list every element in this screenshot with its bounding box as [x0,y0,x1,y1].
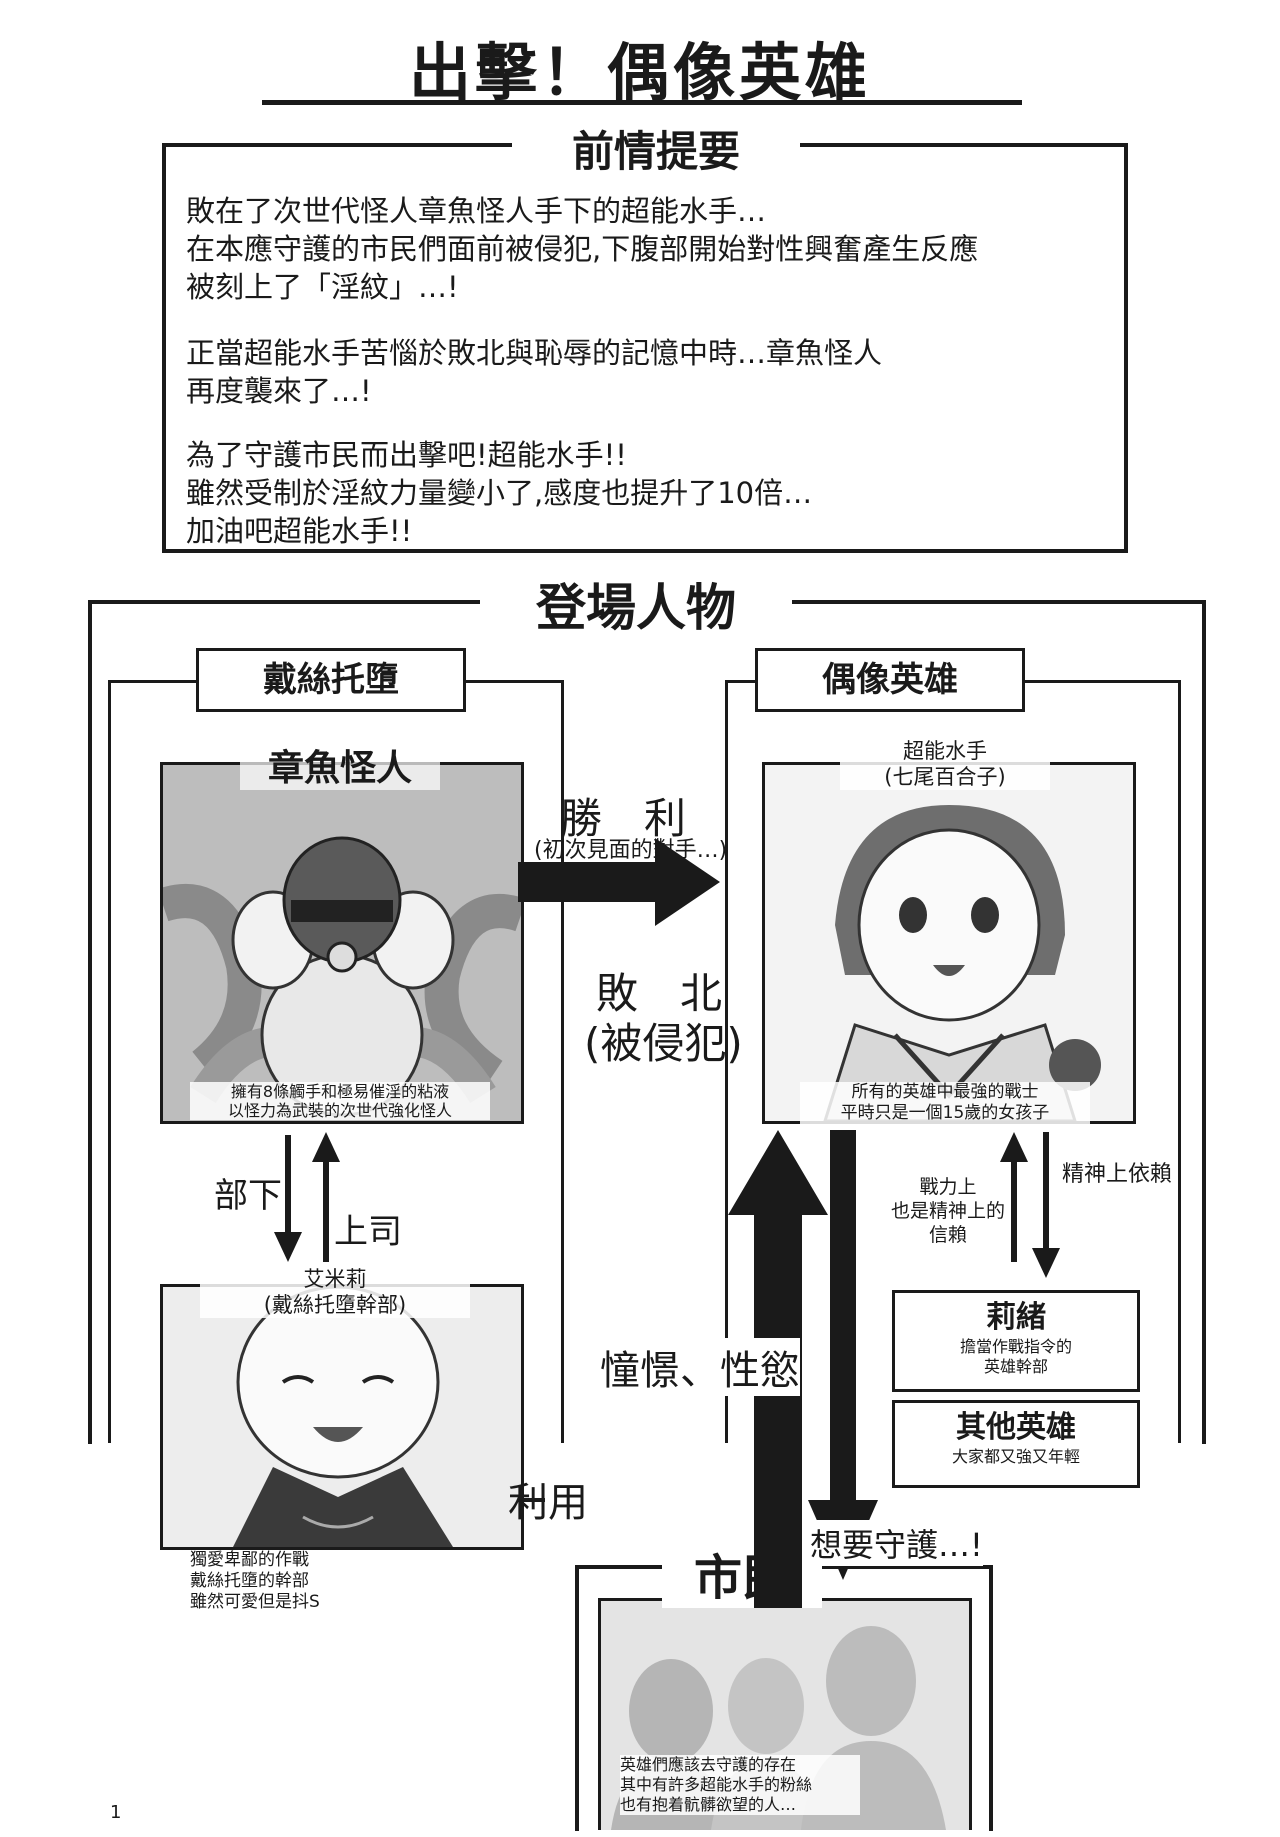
sailor-name-block: 超能水手 (七尾百合子) [840,738,1050,790]
emily-name-block: 艾米莉 (戴絲托墮幹部) [200,1266,470,1318]
sailor-illustration [765,765,1133,1121]
defeat-label: 敗 北 [596,969,723,1018]
trust-combat-label: 戰力上 也是精神上的 信賴 [888,1175,1008,1247]
emily-description: 獨愛卑鄙的作戰 戴絲托墮的幹部 雖然可愛但是抖S [190,1550,360,1613]
citizens-desc-line: 也有抱着骯髒欲望的人… [620,1795,797,1814]
use-label: 利用 [508,1480,588,1526]
emily-illustration [163,1287,521,1547]
octopus-name: 章魚怪人 [240,748,440,790]
subordinate-label: 部下 [214,1176,282,1216]
synopsis-line: 為了守護市民而出擊吧!超能水手!! [186,438,627,472]
synopsis-line: 在本應守護的市民們面前被侵犯,下腹部開始對性興奮產生反應 [186,232,979,266]
emily-desc-line: 戴絲托墮的幹部 [190,1571,309,1591]
longing-label: 憧憬、性慾 [600,1338,800,1396]
other-heroes-card: 其他英雄 大家都又強又年輕 [892,1400,1140,1488]
octopus-illustration [163,765,521,1121]
title-underline [262,100,1022,105]
sailor-description: 所有的英雄中最強的戰士 平時只是一個15歲的女孩子 [800,1082,1090,1124]
emily-desc-line: 雖然可愛但是抖S [190,1592,320,1612]
synopsis-label: 前情提要 [512,118,800,179]
trust-combat-line: 也是精神上的 [890,1200,1005,1222]
synopsis-line: 加油吧超能水手!! [186,514,413,548]
page-title: 出擊！偶像英雄 [408,36,871,109]
citizens-desc-line: 英雄們應該去守護的存在 [620,1755,797,1774]
emily-desc-line: 獨愛卑鄙的作戰 [190,1550,309,1570]
synopsis-line: 正當超能水手苦惱於敗北與恥辱的記憶中時…章魚怪人 [186,336,883,370]
rio-desc-line: 擔當作戰指令的 [959,1337,1072,1356]
page-number: 1 [110,1802,122,1823]
hero-group-tab: 偶像英雄 [755,648,1025,712]
octopus-portrait [160,762,524,1124]
protect-arrow [808,1130,878,1580]
octopus-desc-line: 擁有8條觸手和極易催淫的粘液 [230,1082,450,1101]
sailor-name: 超能水手 [903,739,987,763]
synopsis-line: 再度襲來了…! [186,374,372,408]
synopsis-line: 雖然受制於淫紋力量變小了,感度也提升了10倍… [186,476,813,510]
emily-affiliation: (戴絲托墮幹部) [263,1293,407,1317]
octopus-desc-line: 以怪力為武裝的次世代強化怪人 [227,1101,452,1120]
trust-mental-label: 精神上依賴 [1062,1162,1173,1187]
synopsis-line: 敗在了次世代怪人章魚怪人手下的超能水手… [186,194,767,228]
victory-note: (初次見面的對手…) [534,838,728,863]
sailor-portrait [762,762,1136,1124]
trust-combat-line: 信賴 [928,1224,967,1246]
emily-name: 艾米莉 [303,1267,367,1291]
synopsis-line: 被刻上了「淫紋」…! [186,270,459,304]
rio-desc-line: 英雄幹部 [983,1357,1048,1376]
trust-combat-line: 戰力上 [919,1176,977,1198]
octopus-description: 擁有8條觸手和極易催淫的粘液 以怪力為武裝的次世代強化怪人 [190,1082,490,1120]
cast-label: 登場人物 [480,568,792,640]
victory-label: 勝 利 [560,794,687,843]
boss-label: 上司 [334,1212,402,1252]
other-heroes-name: 其他英雄 [956,1410,1076,1445]
sailor-desc-line: 平時只是一個15歲的女孩子 [840,1103,1050,1123]
emily-portrait [160,1284,524,1550]
rio-name: 莉緒 [986,1300,1046,1335]
citizens-description: 英雄們應該去守護的存在 其中有許多超能水手的粉絲 也有抱着骯髒欲望的人… [620,1755,860,1815]
citizens-desc-line: 其中有許多超能水手的粉絲 [620,1775,813,1794]
rio-card: 莉緒 擔當作戰指令的 英雄幹部 [892,1290,1140,1392]
other-heroes-desc: 大家都又強又年輕 [951,1447,1080,1466]
villain-group-tab: 戴絲托墮 [196,648,466,712]
defeat-note: (被侵犯) [584,1019,743,1068]
sailor-desc-line: 所有的英雄中最強的戰士 [851,1082,1039,1102]
sailor-real-name: (七尾百合子) [884,765,1006,789]
protect-label: 想要守護…! [810,1520,983,1566]
victory-arrow [518,838,720,926]
